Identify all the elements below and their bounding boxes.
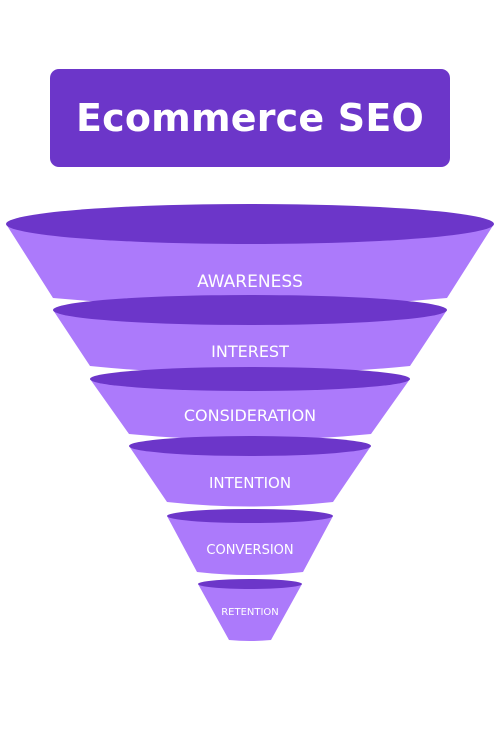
funnel-stage-retention-body bbox=[198, 584, 302, 641]
funnel-stage-intention-label: INTENTION bbox=[209, 474, 291, 492]
funnel-stage-consideration-body bbox=[90, 379, 410, 440]
funnel-stage-interest-label: INTEREST bbox=[211, 342, 289, 361]
funnel-stage-awareness: AWARENESS bbox=[6, 204, 494, 307]
funnel-stage-interest: INTEREST bbox=[53, 295, 447, 374]
funnel-stage-conversion-body bbox=[167, 516, 333, 575]
funnel-stage-retention: RETENTION bbox=[198, 579, 302, 641]
title-banner: Ecommerce SEO bbox=[50, 69, 450, 167]
funnel-stage-intention-body bbox=[129, 446, 371, 507]
funnel-stage-conversion-label: CONVERSION bbox=[206, 543, 293, 558]
funnel-stage-consideration-label: CONSIDERATION bbox=[184, 406, 316, 425]
funnel-stage-interest-body bbox=[53, 310, 447, 374]
funnel-stage-awareness-rim bbox=[6, 204, 494, 244]
funnel-stage-awareness-label: AWARENESS bbox=[197, 272, 303, 292]
funnel-stage-consideration: CONSIDERATION bbox=[90, 367, 410, 440]
funnel-stage-intention: INTENTION bbox=[129, 436, 371, 507]
funnel-stage-retention-rim bbox=[198, 579, 302, 589]
funnel-stage-intention-rim bbox=[129, 436, 371, 456]
funnel-stage-conversion-rim bbox=[167, 509, 333, 523]
funnel-stage-consideration-rim bbox=[90, 367, 410, 391]
funnel-stage-awareness-body bbox=[6, 224, 494, 307]
funnel-stage-interest-rim bbox=[53, 295, 447, 325]
funnel-stage-conversion: CONVERSION bbox=[167, 509, 333, 575]
funnel-stage-retention-label: RETENTION bbox=[221, 607, 279, 618]
page-title: Ecommerce SEO bbox=[75, 96, 425, 140]
